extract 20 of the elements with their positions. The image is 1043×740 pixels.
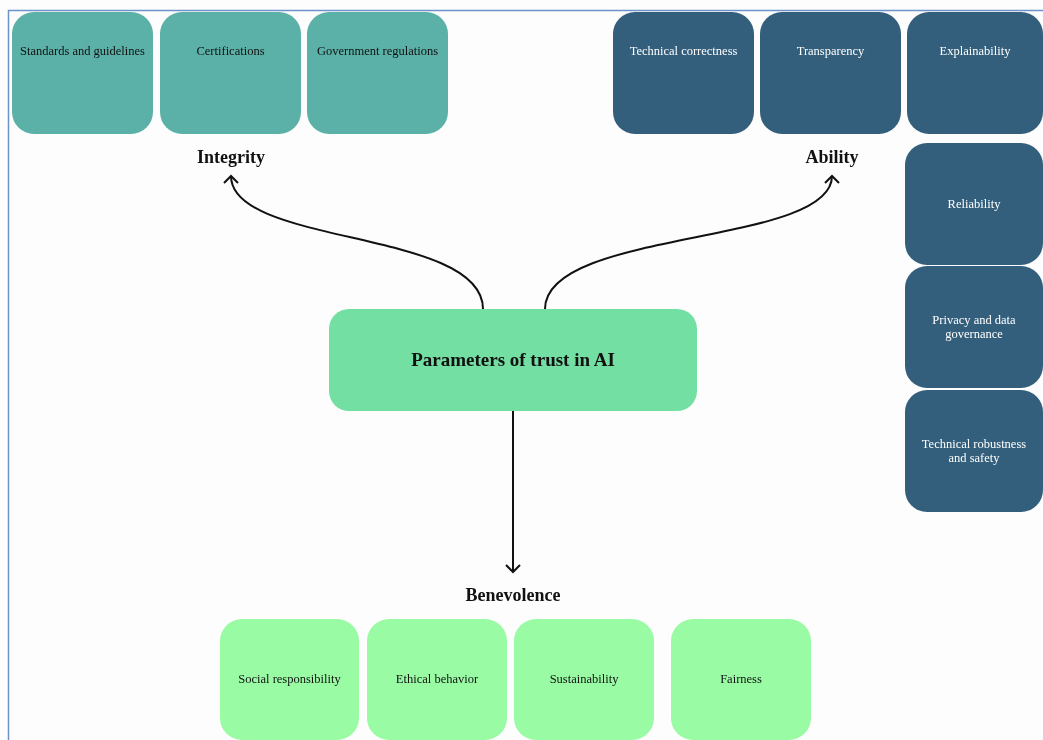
factor-box: Reliability (905, 143, 1043, 265)
category-label: Integrity (171, 144, 291, 170)
factor-box: Ethical behavior (367, 619, 507, 740)
factor-box: Technical correctness (613, 12, 754, 134)
factor-box: Sustainability (514, 619, 654, 740)
factor-box: Privacy and data governance (905, 266, 1043, 388)
category-label: Ability (782, 144, 882, 170)
factor-box: Certifications (160, 12, 301, 134)
factor-box: Explainability (907, 12, 1043, 134)
factor-box: Fairness (671, 619, 811, 740)
factor-box: Government regulations (307, 12, 448, 134)
category-label: Benevolence (443, 582, 583, 608)
curved-arrow (544, 175, 838, 310)
curved-arrow (505, 410, 521, 573)
factor-box: Standards and guidelines (12, 12, 153, 134)
topic-box: Parameters of trust in AI (329, 309, 697, 411)
factor-box: Social responsibility (220, 619, 359, 740)
curved-arrow (225, 175, 484, 310)
factor-box: Transparency (760, 12, 901, 134)
factor-box: Technical robustness and safety (905, 390, 1043, 512)
